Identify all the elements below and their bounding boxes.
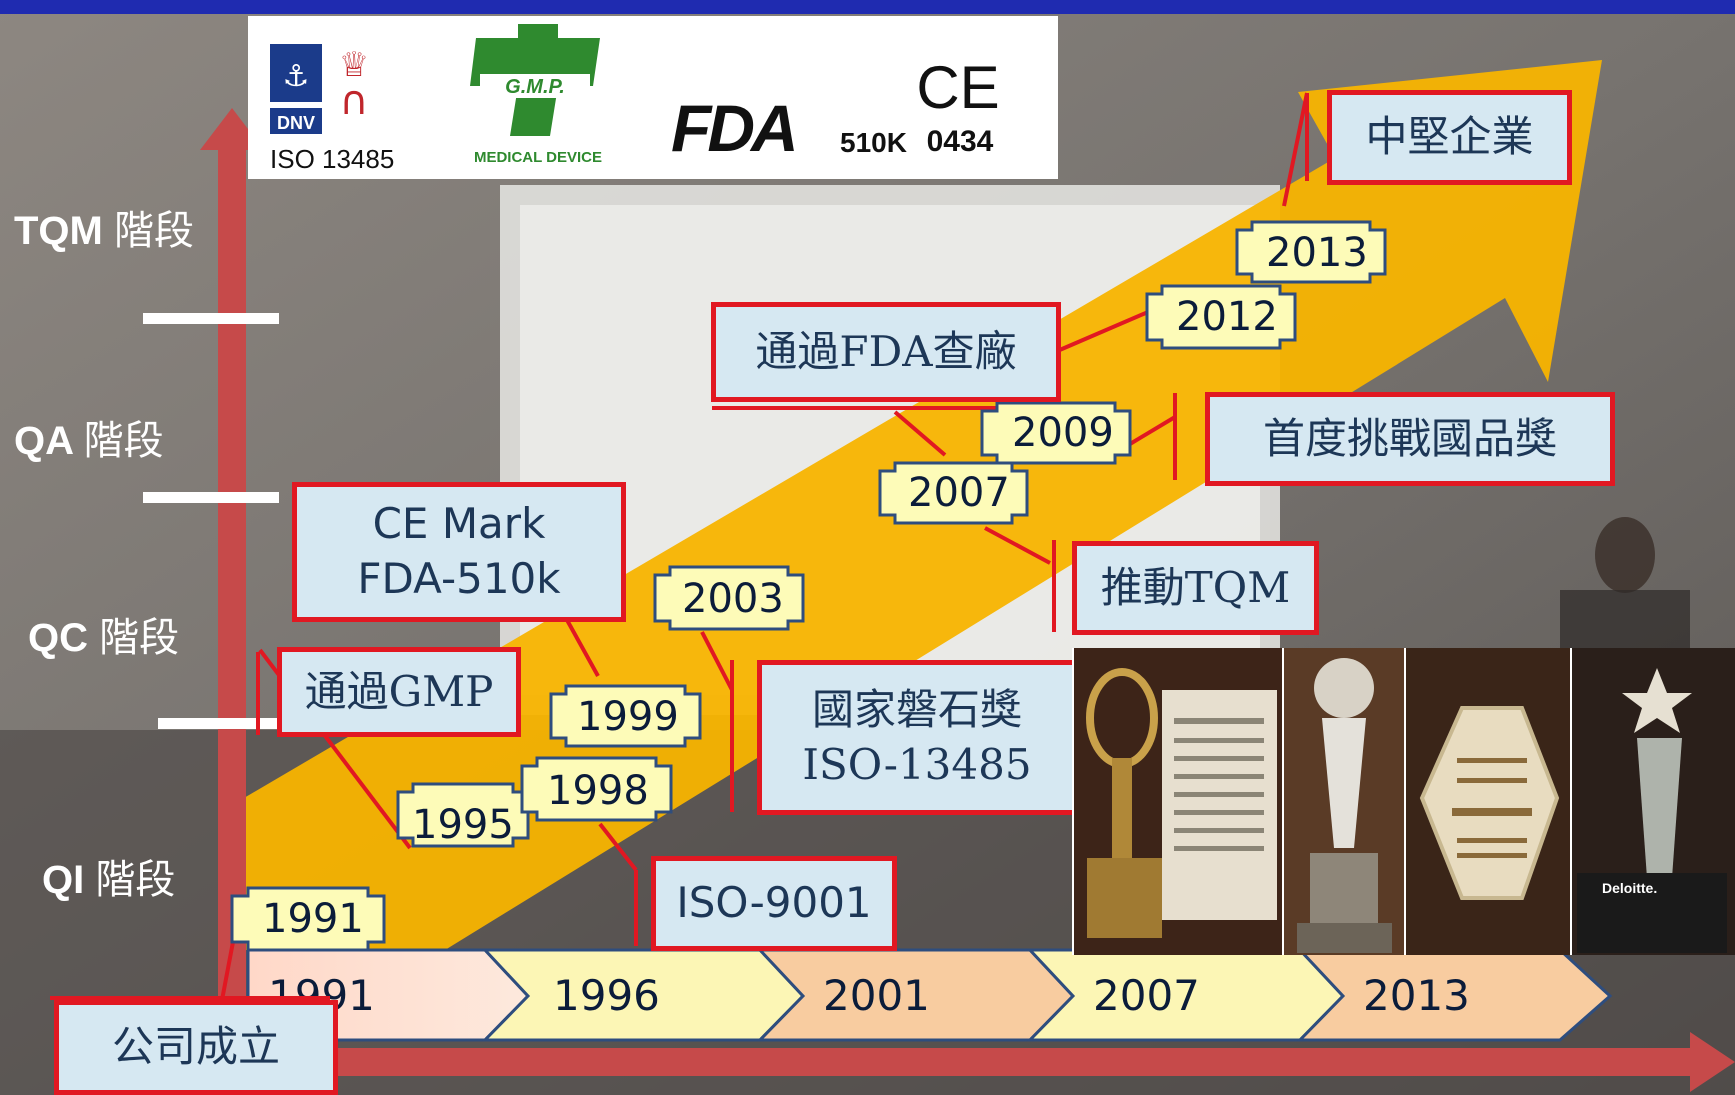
- year-tag-label: 1998: [547, 768, 649, 814]
- year-tag: [1145, 284, 1297, 350]
- year-tag-label: 1995: [412, 802, 514, 848]
- year-tag: [878, 461, 1029, 525]
- timeline-year: 2013: [1363, 971, 1470, 1020]
- timeline-year: 2001: [823, 971, 930, 1020]
- stage-divider: [158, 718, 278, 729]
- milestone-quality-award: 首度挑戰國品獎: [1205, 392, 1615, 486]
- milestone-tqm: 推動TQM: [1072, 541, 1319, 635]
- year-tag-label: 2007: [908, 470, 1010, 516]
- milestone-gmp: 通過GMP: [277, 647, 521, 737]
- year-tag: [230, 886, 386, 952]
- award-photo-star-trophy: Deloitte.: [1572, 648, 1735, 955]
- ce-text: CE: [916, 54, 999, 121]
- stage-qi: QI 階段: [42, 857, 176, 903]
- ce-logo: CE 0434: [916, 54, 999, 158]
- svg-text:∩: ∩: [339, 78, 368, 124]
- year-tag-label: 1999: [577, 694, 679, 740]
- fda-510k-text: 510K: [840, 127, 907, 158]
- milestone-founded: 公司成立: [54, 1000, 338, 1095]
- iso-text: ISO 13485: [270, 144, 394, 174]
- milestone-national-award: 國家磐石獎 ISO-13485: [757, 660, 1077, 815]
- stage-divider: [143, 492, 279, 503]
- year-tag: [396, 782, 530, 848]
- year-tag-label: 2009: [1012, 410, 1114, 456]
- year-tag: [549, 684, 702, 748]
- year-tag: [653, 565, 805, 631]
- gmp-caption: MEDICAL DEVICE: [474, 149, 602, 166]
- award-photo-crystal-plate: [1406, 648, 1570, 955]
- stage-tqm: TQM 階段: [14, 208, 194, 254]
- svg-text:⚓: ⚓: [283, 59, 310, 94]
- stage-qa: QA 階段: [14, 418, 164, 464]
- milestone-fda-inspection: 通過FDA查廠: [711, 302, 1061, 402]
- fda-logo: FDA 510K: [671, 91, 907, 165]
- year-tag-label: 2012: [1176, 294, 1278, 340]
- dnv-logo: ⚓ DNV ♕ ∩ ISO 13485: [270, 44, 394, 174]
- stage-divider: [143, 313, 279, 324]
- svg-text:♕: ♕: [339, 45, 369, 85]
- gmp-badge-text: G.M.P.: [505, 76, 565, 98]
- milestone-ce-fda: CE Mark FDA-510k: [292, 482, 626, 622]
- stage-qc: QC 階段: [28, 615, 180, 661]
- ce-number: 0434: [927, 125, 994, 158]
- year-tag: [1235, 220, 1387, 284]
- year-tag-label: 2003: [682, 576, 784, 622]
- dnv-text: DNV: [277, 113, 315, 133]
- award-photo-trophy-certificate: [1074, 648, 1282, 955]
- deloitte-text: Deloitte.: [1602, 880, 1657, 896]
- year-tag-label: 1991: [262, 896, 364, 942]
- year-tag: [980, 401, 1132, 465]
- timeline-year: 1996: [553, 971, 660, 1020]
- award-photo-crystal-trophy: [1284, 648, 1404, 955]
- gmp-logo: G.M.P. MEDICAL DEVICE: [470, 24, 602, 166]
- year-tag: [520, 756, 673, 822]
- timeline-year: 2007: [1093, 971, 1200, 1020]
- milestone-mid-enterprise: 中堅企業: [1327, 90, 1572, 185]
- milestone-iso9001: ISO-9001: [651, 856, 897, 951]
- fda-text: FDA: [671, 91, 795, 165]
- year-tag-label: 2013: [1266, 230, 1368, 276]
- certification-logos: ⚓ DNV ♕ ∩ ISO 13485 G.M.P. MEDICAL DEVIC…: [248, 16, 1058, 179]
- award-photos: Deloitte.: [1072, 648, 1735, 955]
